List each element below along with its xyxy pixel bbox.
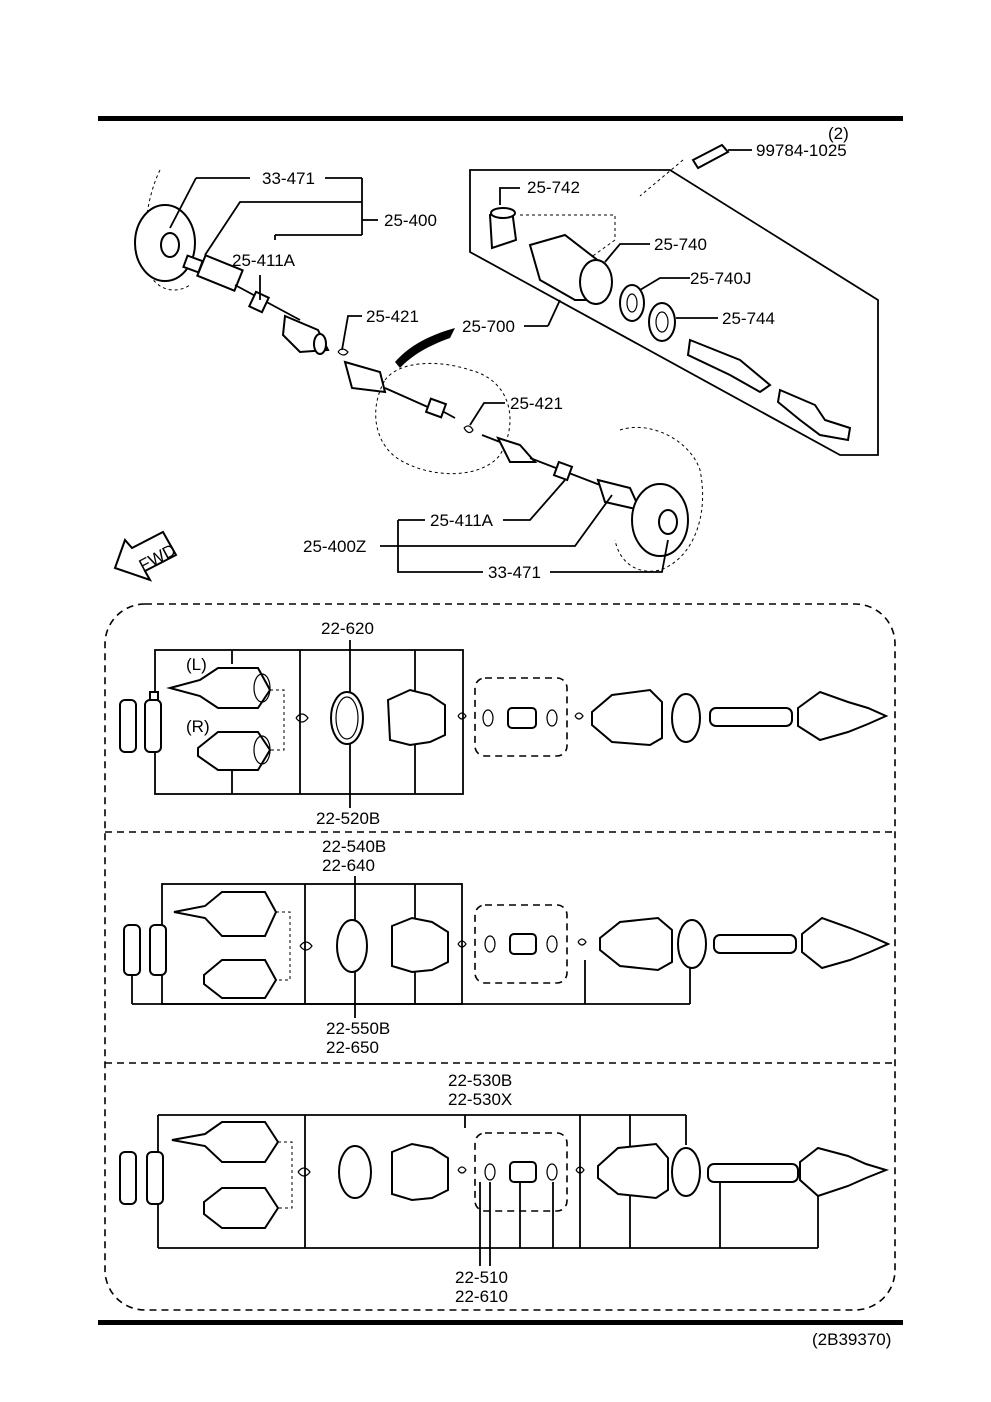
snap-ring [299, 941, 313, 951]
label-25-411A-bot: 25-411A [430, 511, 494, 530]
joint-lower [203, 1187, 280, 1229]
leader-25-421-a [341, 315, 362, 351]
center-joint [337, 348, 474, 434]
band-outer [671, 693, 701, 743]
right-hub-nut-33-471 [658, 509, 678, 535]
grease-tube-2 [146, 1151, 164, 1205]
leader-33-471-top [169, 177, 197, 229]
left-drive-shaft [182, 254, 330, 355]
label-25-400Z: 25-400Z [303, 537, 366, 556]
snap-ring-1 [295, 713, 309, 723]
label-25-400: 25-400 [384, 211, 437, 230]
left-hub-nut-33-471 [160, 232, 180, 258]
joint-upper [173, 891, 278, 937]
band-outer [677, 919, 707, 969]
grease-tube-2 [149, 924, 167, 976]
panel-1: (L) (R) 22-620 22-520B [119, 619, 889, 828]
inner-shaft [686, 338, 772, 394]
label-25-421-b: 25-421 [510, 394, 563, 413]
label-99784-quantity: (2) [828, 124, 849, 143]
label-33-471-top: 33-471 [262, 169, 315, 188]
label-33-471-bot: 33-471 [488, 563, 541, 582]
bolt-99784-1025 [691, 143, 730, 170]
label-25-411A-top: 25-411A [232, 251, 296, 270]
joint-lower [203, 959, 278, 999]
label-22-540B: 22-540B [322, 837, 386, 856]
label-22-520B: 22-520B [316, 809, 380, 828]
boot-inner [386, 688, 446, 747]
grease-tube-2 [144, 699, 162, 753]
bottom-rule [98, 1320, 903, 1325]
label-25-740J: 25-740J [690, 269, 751, 288]
label-25-700: 25-700 [462, 317, 515, 336]
label-25-744: 25-744 [722, 309, 775, 328]
outer-joint [801, 916, 891, 970]
label-22-550B: 22-550B [326, 1019, 390, 1038]
boot-outer [599, 916, 673, 972]
boot-outer [597, 1142, 669, 1200]
panel-2: 22-540B 22-640 22-550B 22-650 [123, 837, 891, 1057]
right-drive-shaft [481, 434, 661, 516]
label-22-530X: 22-530X [448, 1090, 512, 1109]
bearing-support-box [469, 143, 879, 456]
shaft [709, 707, 793, 727]
band-22-640 [336, 919, 368, 973]
variants-frame [104, 603, 896, 1311]
figure-code: (2B39370) [812, 1330, 891, 1349]
joint-upper [171, 1121, 280, 1163]
joint-left-L [166, 667, 272, 709]
leader-25-700 [547, 299, 561, 327]
band-outer [671, 1147, 701, 1197]
boot-inner [391, 916, 449, 974]
part-25-744 [648, 302, 676, 342]
label-99784-1025: 99784-1025 [756, 141, 847, 160]
indicator-arrow [395, 328, 455, 368]
splined-shaft [707, 1163, 799, 1183]
label-25-740: 25-740 [654, 235, 707, 254]
band-inner [338, 1145, 372, 1199]
outer-joint [799, 1146, 890, 1198]
snap-ring [297, 1167, 311, 1177]
label-25-742: 25-742 [527, 178, 580, 197]
leader-25-742 [499, 187, 520, 205]
outer-shaft-end [776, 388, 852, 442]
label-22-640: 22-640 [322, 856, 375, 875]
grease-tube-1 [123, 924, 141, 976]
leader-25-400 [204, 201, 362, 256]
marker-L: (L) [186, 655, 207, 674]
leader-25-411A-bot [503, 479, 566, 521]
boot-outer [591, 688, 663, 747]
outer-joint [797, 690, 889, 742]
leader-25-400Z [380, 494, 613, 547]
grease-tube-1 [119, 1151, 137, 1205]
label-22-610: 22-610 [455, 1287, 508, 1306]
leader-25-421-b [469, 402, 505, 426]
label-25-421-a: 25-421 [366, 307, 419, 326]
label-22-650: 22-650 [326, 1038, 379, 1057]
boot-inner [391, 1142, 449, 1202]
joint-right-R [197, 731, 272, 771]
leader-25-740 [604, 243, 650, 263]
fwd-arrow: FWD [113, 530, 179, 582]
marker-R: (R) [186, 717, 210, 736]
leader-33-471-bot [550, 539, 669, 573]
shaft [713, 934, 797, 954]
part-25-740J [619, 284, 645, 322]
transmission-outline [375, 362, 511, 475]
top-assembly: FWD [113, 124, 879, 582]
panel-3: 22-530B 22-530X 22-510 22-610 [119, 1071, 890, 1306]
label-22-510: 22-510 [455, 1268, 508, 1287]
label-22-530B: 22-530B [448, 1071, 512, 1090]
leader-25-740J [639, 277, 690, 291]
grease-tube-1 [119, 699, 137, 753]
label-22-620: 22-620 [321, 619, 374, 638]
top-rule [98, 116, 903, 121]
